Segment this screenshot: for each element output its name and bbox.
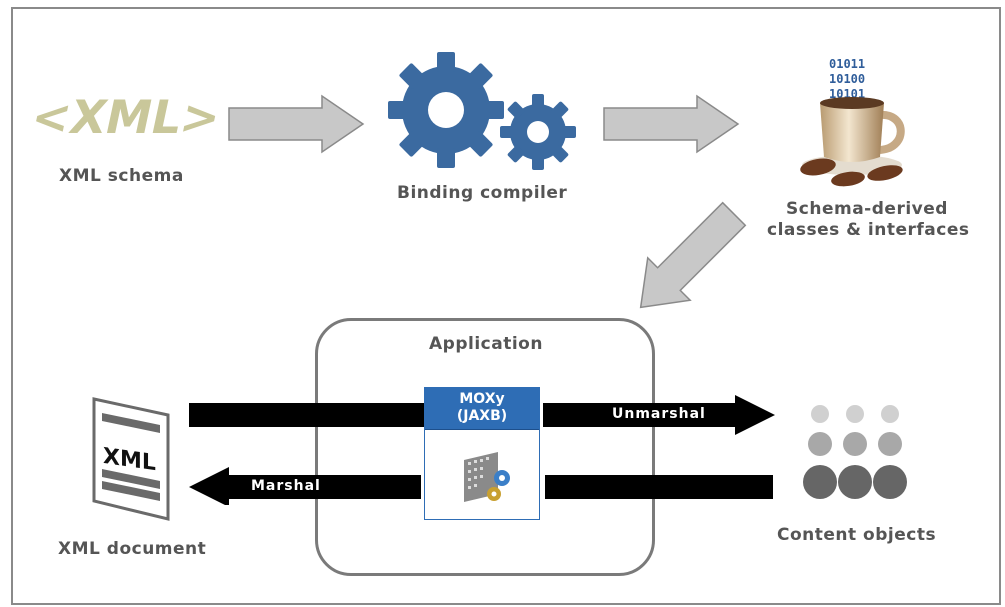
arrow-classes-to-application	[639, 201, 747, 309]
content-objects-label: Content objects	[777, 525, 937, 545]
xml-document-label: XML document	[58, 539, 207, 559]
binary-line: 01011	[829, 57, 866, 71]
application-label: Application	[429, 334, 543, 354]
xml-logo-text: <XML>	[35, 90, 220, 143]
arrow-compiler-to-classes	[603, 94, 740, 154]
binding-arrows	[189, 395, 775, 505]
moxy-header: MOXy (JAXB)	[425, 388, 539, 430]
unmarshal-label: Unmarshal	[612, 406, 706, 422]
marshal-label: Marshal	[251, 478, 321, 494]
schema-derived-line2: classes & interfaces	[767, 220, 970, 240]
application-box	[315, 318, 655, 576]
arrow-schema-to-compiler	[228, 94, 365, 154]
binding-compiler-label: Binding compiler	[397, 183, 568, 203]
xml-logo-graphic: <XML>	[35, 90, 220, 143]
coffee-cup-icon	[800, 97, 905, 187]
moxy-engine-icon	[464, 452, 510, 502]
unmarshal-arrow	[543, 395, 775, 435]
moxy-title: MOXy	[459, 391, 505, 407]
xml-logo: <XML>	[35, 85, 220, 145]
xml-document-icon: XML	[92, 397, 170, 521]
marshal-arrow	[189, 467, 421, 505]
binary-text: 01011 10100 10101	[829, 57, 865, 102]
moxy-subtitle: (JAXB)	[456, 408, 508, 424]
moxy-jaxb-box: MOXy (JAXB)	[424, 387, 540, 520]
binary-line: 10100	[829, 72, 866, 86]
schema-derived-line1: Schema-derived	[786, 199, 948, 219]
content-objects-icon	[803, 405, 907, 499]
unmarshal-arrow-left-bar	[189, 403, 425, 427]
xml-schema-label: XML schema	[59, 166, 184, 186]
schema-derived-label: Schema-derived classes & interfaces	[767, 199, 969, 241]
gears-icon	[388, 52, 576, 170]
marshal-arrow-right-bar	[545, 475, 773, 499]
